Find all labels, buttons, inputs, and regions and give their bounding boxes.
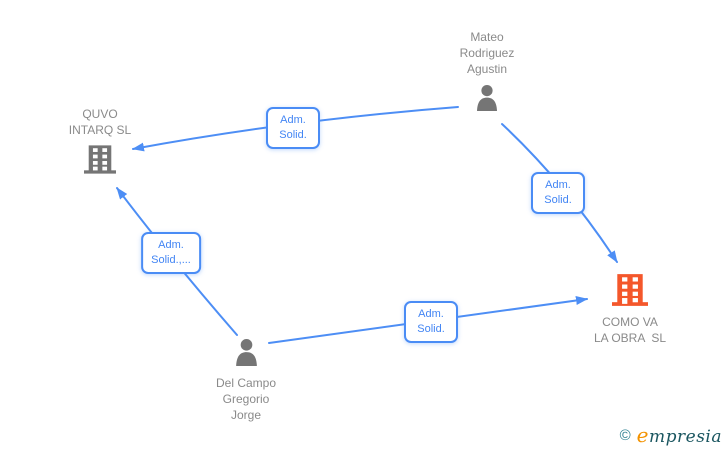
node-label-line: INTARQ SL bbox=[68, 123, 132, 137]
node-label-line: Mateo bbox=[470, 30, 504, 44]
node-quvo-intarq-sl[interactable]: QUVO INTARQ SL bbox=[20, 106, 180, 174]
edge-label-line: Adm. bbox=[280, 114, 306, 126]
edge-label-line: Adm. bbox=[545, 179, 571, 191]
person-icon bbox=[475, 85, 499, 111]
edge-label-line: Solid. bbox=[544, 194, 572, 206]
node-del-campo-gregorio-jorge[interactable]: Del Campo Gregorio Jorge bbox=[166, 339, 326, 423]
node-label-line: Agustin bbox=[466, 62, 508, 76]
node-label-line: Gregorio bbox=[222, 392, 270, 406]
node-mateo-rodriguez-agustin[interactable]: Mateo Rodriguez Agustin bbox=[407, 29, 567, 111]
copyright-icon: © bbox=[619, 426, 631, 444]
node-label-line: Del Campo bbox=[215, 376, 277, 390]
empresia-wordmark-e: e bbox=[636, 423, 649, 447]
empresia-wordmark-rest: mpresia bbox=[649, 427, 722, 447]
edge-label-adm-solid-2: Adm. Solid. bbox=[531, 172, 585, 214]
building-icon bbox=[84, 145, 116, 174]
node-label-line: LA OBRA SL bbox=[593, 331, 667, 345]
edge-label-adm-solid-4: Adm. Solid. bbox=[404, 301, 458, 343]
empresia-logo[interactable]: © empresia bbox=[620, 423, 722, 447]
node-label-line: Jorge bbox=[230, 408, 262, 422]
person-icon bbox=[234, 339, 259, 366]
edge-label-line: Solid.,... bbox=[151, 254, 191, 266]
node-como-va-la-obra-sl[interactable]: COMO VA LA OBRA SL bbox=[550, 274, 710, 346]
node-label-line: QUVO bbox=[82, 107, 118, 121]
edge-label-adm-solid-1: Adm. Solid. bbox=[266, 107, 320, 149]
edge-label-line: Solid. bbox=[417, 323, 445, 335]
edge-label-line: Adm. bbox=[418, 308, 444, 320]
node-label-line: Rodriguez bbox=[459, 46, 515, 60]
edge-label-line: Adm. bbox=[158, 239, 184, 251]
empresia-wordmark: empresia bbox=[637, 423, 722, 447]
node-label-line: COMO VA bbox=[602, 315, 658, 329]
edge-label-adm-solid-3: Adm. Solid.,... bbox=[141, 232, 201, 274]
edge-label-line: Solid. bbox=[279, 129, 307, 141]
building-icon bbox=[612, 274, 648, 306]
